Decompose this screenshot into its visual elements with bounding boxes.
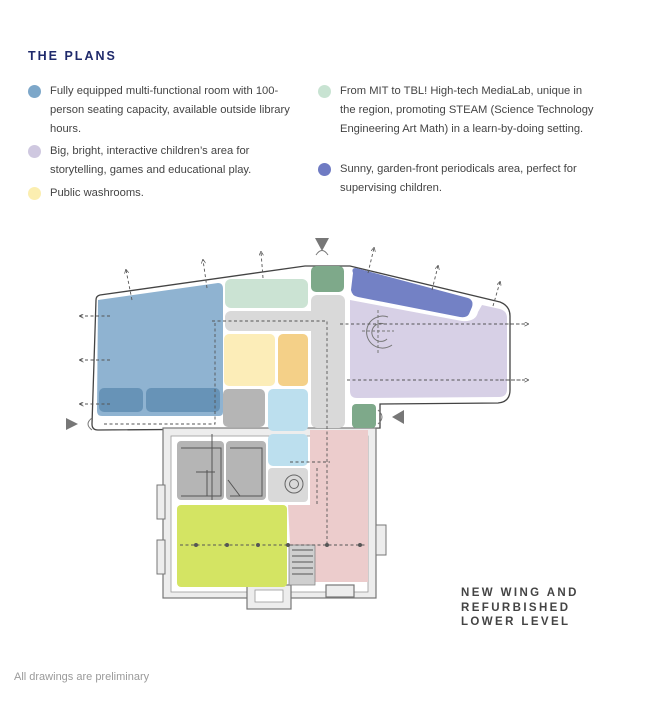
- legend-text: Sunny, garden-front periodicals area, pe…: [340, 163, 577, 194]
- page-title: THE PLANS: [28, 49, 117, 63]
- zone-childrens-area: [350, 300, 507, 398]
- zone-circulation-vertical: [311, 295, 345, 428]
- zone-multifunctional-stage-right: [146, 388, 220, 412]
- path-nodes: [194, 543, 362, 547]
- zone-multifunctional-room: [97, 283, 223, 416]
- legend-dot-blue: [28, 85, 41, 98]
- zone-stair-blue-upper: [268, 389, 308, 431]
- lift-symbol: [284, 474, 304, 494]
- zone-lower-pink: [288, 430, 368, 582]
- zone-stair-blue-lower: [268, 434, 308, 466]
- exit-arrows: [80, 248, 528, 404]
- plan-caption: NEW WING AND REFURBISHED LOWER LEVEL: [461, 587, 579, 628]
- zone-washroom-large: [224, 334, 275, 386]
- legend-text: Fully equipped multi-functional room wit…: [50, 85, 290, 135]
- legend-text: From MIT to TBL! High-tech MediaLab, uni…: [340, 85, 594, 135]
- legend-dot-mint: [318, 85, 331, 98]
- legend-text: Big, bright, interactive children’s area…: [50, 145, 252, 176]
- zone-lower-grey-left: [177, 441, 224, 500]
- zone-service-grey: [223, 389, 265, 427]
- zone-lower-green: [177, 505, 287, 587]
- legend-dot-yellow: [28, 187, 41, 200]
- zone-entrance-side: [352, 404, 376, 428]
- interior-walls: [181, 434, 313, 575]
- entrance-arrow-left: [66, 418, 78, 430]
- zone-washroom-small: [278, 334, 308, 386]
- entrance-arrow-right: [392, 410, 404, 424]
- zone-lower-grey-right: [226, 441, 266, 500]
- zone-lower-stair: [288, 544, 316, 586]
- footnote: All drawings are preliminary: [14, 671, 150, 683]
- legend-text: Public washrooms.: [50, 187, 144, 199]
- zone-multifunctional-stage-left: [99, 388, 143, 412]
- zone-periodicals: [351, 268, 473, 318]
- legend-dot-lavender: [28, 145, 41, 158]
- circulation-paths: [104, 320, 525, 546]
- zone-lower-grey-lift: [268, 468, 308, 502]
- legend-dot-indigo: [318, 163, 331, 176]
- zone-entrance-top: [311, 266, 344, 292]
- zone-medialab: [225, 279, 308, 308]
- entrance-arrow-top: [315, 238, 329, 251]
